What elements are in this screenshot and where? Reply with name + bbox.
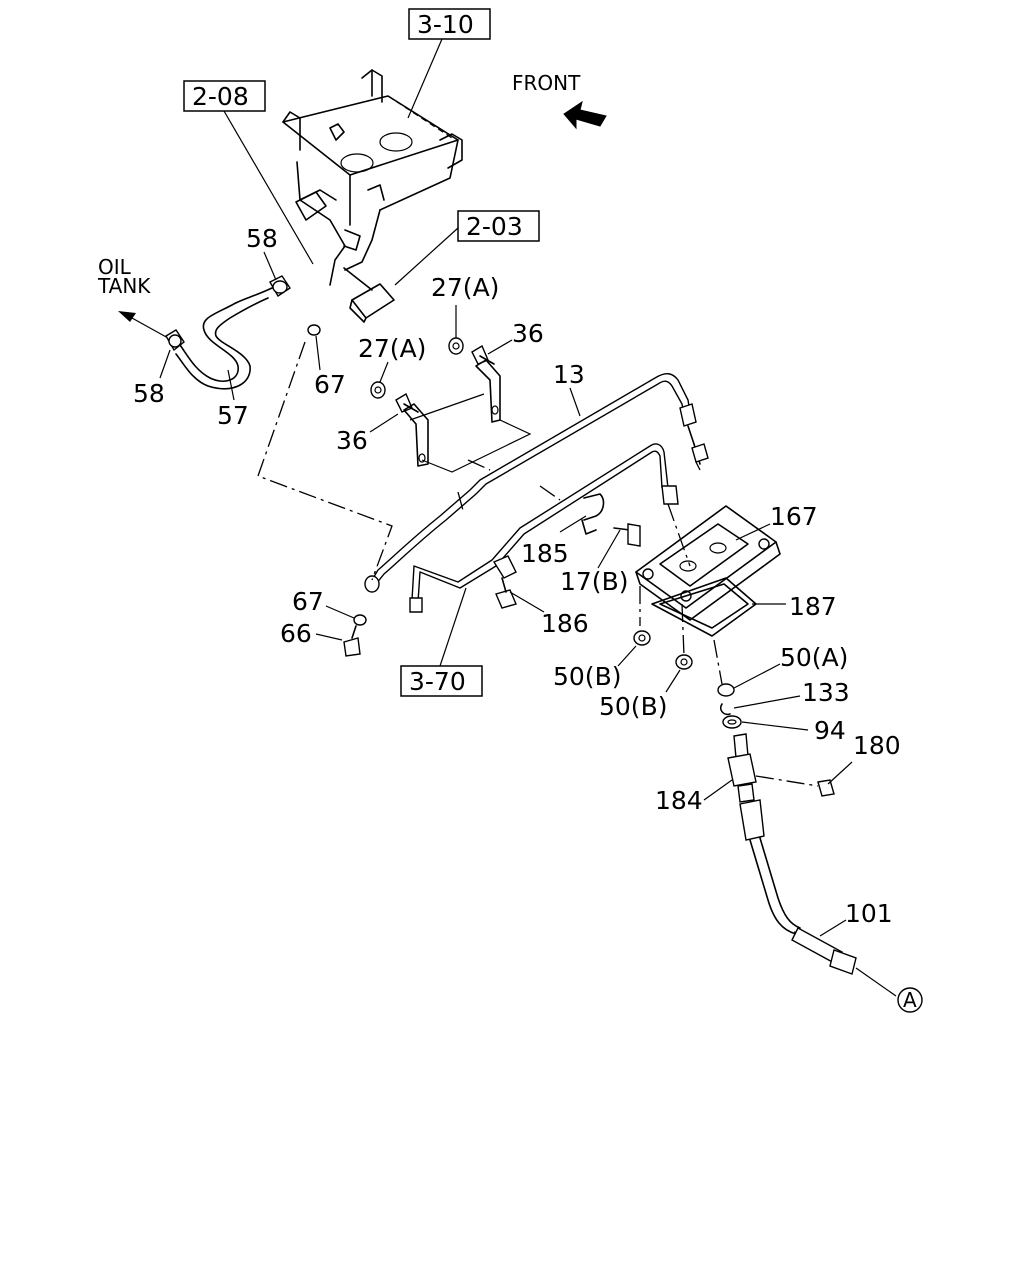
front-direction-indicator: FRONT (512, 71, 607, 130)
part-number-labels: 58 58 57 67 67 66 27(A) 27(A) 36 36 13 1… (133, 224, 901, 928)
tank-label: TANK (97, 274, 151, 298)
connection-point-a: A (897, 987, 923, 1013)
bolt-66 (315, 625, 361, 657)
label-187: 187 (789, 592, 837, 621)
pedal-bracket-assembly (282, 69, 463, 323)
nut-50a (717, 663, 781, 697)
front-label: FRONT (512, 71, 581, 95)
label-27a-left: 27(A) (358, 334, 426, 363)
guide-lines (257, 341, 819, 935)
label-184: 184 (655, 786, 703, 815)
reference-box-2-08: 2-08 (183, 80, 314, 265)
washer-67-bottom (325, 605, 367, 626)
clip-186 (492, 555, 545, 613)
valve-plate-167 (635, 505, 781, 621)
label-57: 57 (217, 401, 249, 430)
nut-50b-top (617, 630, 651, 667)
label-133: 133 (802, 678, 850, 707)
ref-2-03-label: 2-03 (466, 212, 523, 241)
ref-3-10-label: 3-10 (417, 10, 474, 39)
front-arrow-icon (563, 100, 607, 130)
clamp-58-left (165, 329, 185, 352)
bracket-right (475, 359, 501, 423)
bracket-left (403, 393, 532, 473)
label-50b-bottom: 50(B) (599, 692, 667, 721)
hose-57 (175, 287, 273, 390)
union-184 (703, 733, 757, 803)
reference-box-2-03: 2-03 (394, 210, 540, 286)
label-50a: 50(A) (780, 643, 848, 672)
oil-tank-arrow-icon (118, 311, 136, 322)
label-67-top: 67 (314, 370, 346, 399)
bolt-180 (817, 761, 853, 797)
label-186: 186 (541, 609, 589, 638)
label-50b-top: 50(B) (553, 662, 621, 691)
label-180: 180 (853, 731, 901, 760)
clamp-58-top (269, 275, 291, 297)
label-101: 101 (845, 899, 893, 928)
oil-label: OIL (98, 255, 132, 279)
label-67-bottom: 67 (292, 587, 324, 616)
ref-3-70-label: 3-70 (409, 667, 466, 696)
label-36-left: 36 (336, 426, 368, 455)
label-17b: 17(B) (560, 567, 628, 596)
ring-133 (719, 695, 801, 716)
label-27a-right: 27(A) (431, 273, 499, 302)
reference-box-3-70: 3-70 (400, 587, 483, 697)
label-185: 185 (521, 539, 569, 568)
label-13: 13 (553, 360, 585, 389)
label-58-top: 58 (246, 224, 278, 253)
hose-101 (739, 799, 897, 997)
label-36-right: 36 (512, 319, 544, 348)
washer-67-top (307, 324, 321, 371)
bolt-36-right (471, 339, 513, 365)
ref-2-08-label: 2-08 (192, 82, 249, 111)
gasket-187 (651, 577, 786, 637)
nut-50b-bottom (665, 654, 693, 693)
nut-27a-left (370, 361, 389, 399)
circle-a-label: A (903, 988, 917, 1012)
label-167: 167 (770, 502, 818, 531)
label-94: 94 (814, 716, 846, 745)
bolt-36-left (369, 392, 419, 433)
oil-tank-indicator: OIL TANK (97, 255, 169, 339)
washer-94 (722, 715, 809, 731)
reference-box-3-10: 3-10 (407, 8, 491, 119)
clip-185 (559, 493, 605, 535)
nut-27a-right (448, 305, 464, 355)
pipe-13 (364, 373, 709, 593)
label-66: 66 (280, 619, 312, 648)
bolt-17b (597, 523, 641, 569)
label-58-left: 58 (133, 379, 165, 408)
pipe-3-70 (409, 443, 679, 613)
